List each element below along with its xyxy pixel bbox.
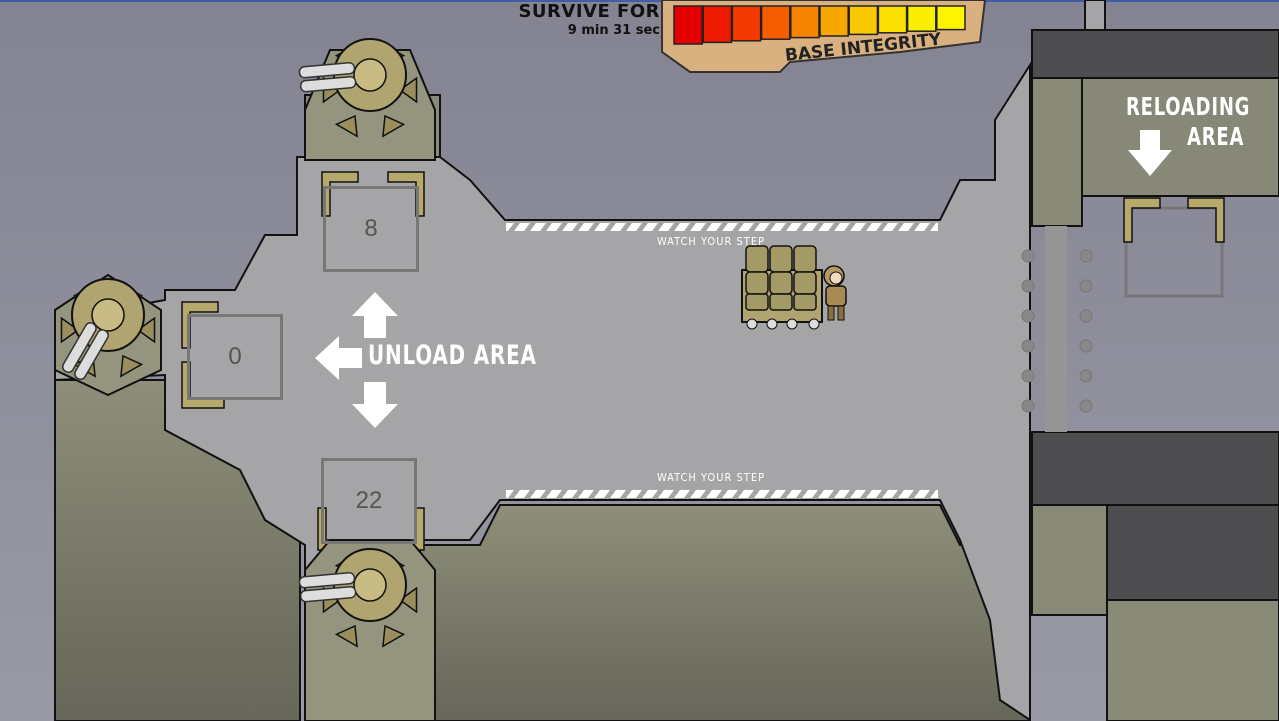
turret-left[interactable] — [54, 273, 162, 397]
integrity-segment — [906, 5, 937, 32]
integrity-segment — [936, 5, 966, 31]
integrity-segment — [877, 5, 908, 34]
ammo-count-bottom: 22 — [355, 487, 383, 514]
survive-label: SURVIVE FOR — [518, 1, 660, 22]
hazard-stripe-bottom — [506, 490, 938, 498]
integrity-segment — [819, 5, 849, 37]
right-bottom-block — [1031, 431, 1279, 508]
integrity-segment — [848, 5, 879, 36]
base-integrity-meter — [661, 0, 987, 73]
integrity-segment — [731, 5, 762, 42]
reloading-area-label-1: RELOADING — [1126, 92, 1251, 121]
unload-area-label: UNLOAD AREA — [368, 340, 537, 371]
reloading-slot[interactable] — [1124, 206, 1224, 298]
hazard-stripe-top — [506, 223, 938, 231]
bottom-wall — [419, 504, 1031, 721]
survive-time: 9 min 31 sec — [567, 23, 660, 38]
ammo-slot-top[interactable]: 8 — [323, 186, 419, 272]
right-wall-lower — [1031, 504, 1108, 616]
integrity-segment — [702, 5, 733, 44]
integrity-segment — [760, 5, 791, 40]
unload-arrows — [315, 292, 398, 428]
arrow-down-icon — [1128, 130, 1172, 176]
survive-timer: SURVIVE FOR 9 min 31 sec — [500, 2, 660, 40]
ammo-count-left: 0 — [228, 343, 242, 370]
integrity-segment — [673, 5, 703, 45]
turret-top[interactable] — [298, 38, 436, 161]
door-rail — [1045, 226, 1067, 432]
ammo-slot-bottom[interactable]: 22 — [321, 458, 417, 544]
arrow-down-icon — [352, 382, 398, 428]
worker-character[interactable] — [823, 265, 847, 321]
reloading-area-label-2: AREA — [1187, 122, 1245, 151]
right-wall-upper — [1031, 77, 1083, 227]
arrow-left-icon — [315, 336, 362, 380]
ammo-count-top: 8 — [364, 215, 378, 242]
arrow-up-icon — [352, 292, 398, 338]
reloading-sign-panel — [1081, 77, 1279, 197]
turret-bottom[interactable] — [298, 539, 436, 721]
integrity-segment — [790, 5, 820, 39]
watch-your-step-top: WATCH YOUR STEP — [657, 235, 766, 248]
watch-your-step-bottom: WATCH YOUR STEP — [657, 471, 766, 484]
door-rivets — [1021, 249, 1093, 413]
ammo-slot-left[interactable]: 0 — [187, 314, 283, 400]
ammo-cart[interactable] — [741, 245, 823, 330]
